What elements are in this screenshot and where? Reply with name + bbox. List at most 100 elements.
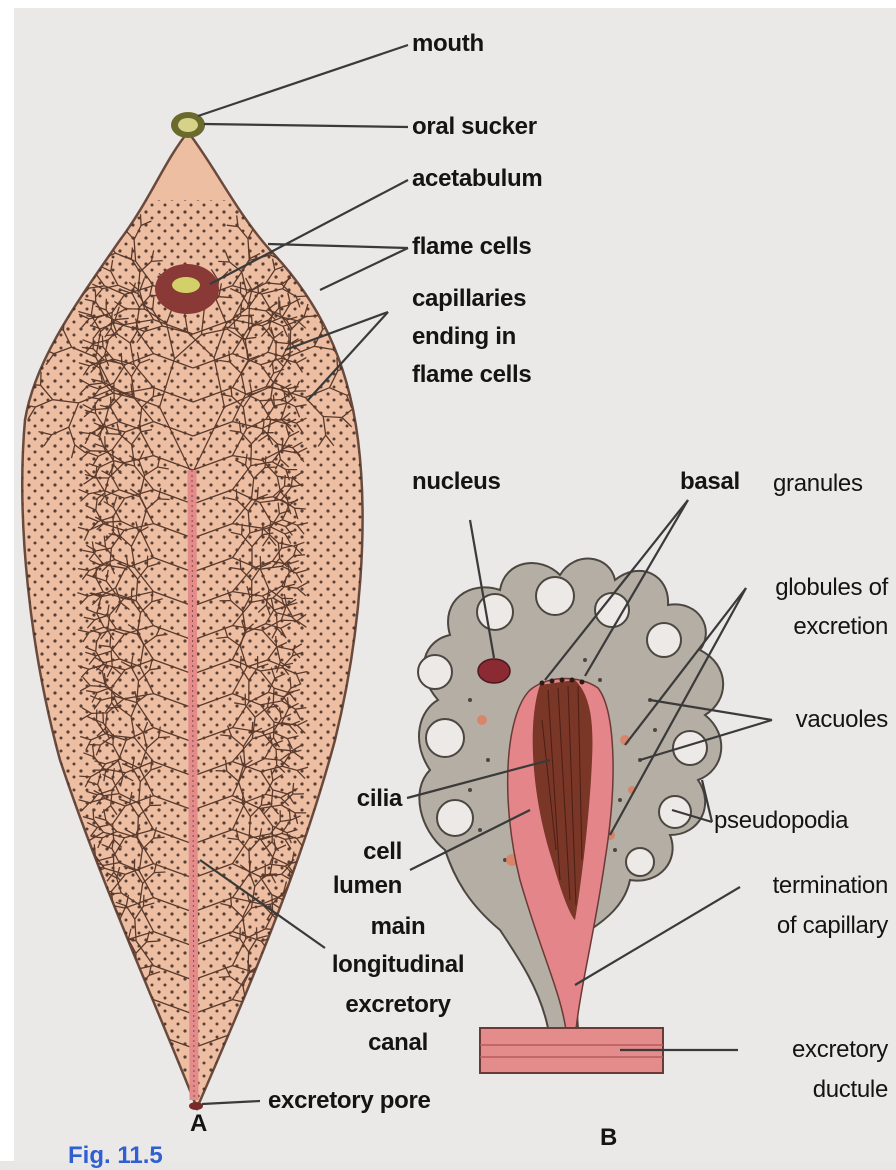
capillary-branch <box>99 946 105 960</box>
capillary-branch <box>106 960 125 972</box>
capillary-branch <box>270 935 278 943</box>
capillary-branch <box>281 988 290 995</box>
capillary-branch <box>282 954 289 968</box>
capillary-branch <box>273 688 274 704</box>
label-pseudopodia: pseudopodia <box>714 807 848 835</box>
capillary-branch <box>282 968 296 975</box>
capillary-branch <box>287 910 290 921</box>
capillary-branch <box>290 918 301 922</box>
label-nucleus: nucleus <box>412 468 501 496</box>
capillary-branch <box>251 444 252 466</box>
capillary-branch <box>93 809 94 820</box>
capillary-branch <box>297 900 304 909</box>
capillary-branch <box>91 980 102 981</box>
capillary-branch <box>266 419 282 420</box>
capillary-branch <box>267 963 283 965</box>
capillary-branch <box>87 913 91 924</box>
capillary-branch <box>101 1002 116 1007</box>
capillary-branch <box>286 899 297 901</box>
capillary-branch <box>282 1007 286 1017</box>
capillary-branch <box>242 524 243 535</box>
capillary-branch <box>277 1057 280 1073</box>
capillary-branch <box>102 928 116 936</box>
capillary-branch <box>112 1064 113 1080</box>
capillary-branch <box>110 989 111 1005</box>
capillary-branch <box>284 259 295 262</box>
capillary-branch <box>274 992 275 1008</box>
capillary-branch <box>265 981 272 995</box>
capillary-branch <box>108 434 119 435</box>
capillary-branch <box>278 935 284 945</box>
capillary-branch <box>283 965 290 974</box>
capillary-branch <box>91 896 97 906</box>
capillary-branch <box>296 296 307 297</box>
capillary-branch <box>102 913 104 924</box>
capillary-branch <box>285 475 286 486</box>
capillary-branch <box>264 974 273 981</box>
capillary-branch <box>98 917 105 931</box>
capillary-branch <box>90 1038 105 1042</box>
capillary-branch <box>281 930 289 938</box>
capillary-branch <box>291 1028 298 1037</box>
capillary-branch <box>158 499 169 500</box>
capillary-branch <box>103 712 104 723</box>
capillary-branch <box>105 931 124 941</box>
label-vacuoles: vacuoles <box>760 706 888 734</box>
capillary-branch <box>99 1024 105 1038</box>
capillary-branch <box>104 960 115 972</box>
capillary-branch <box>282 935 297 941</box>
capillary-branch <box>276 1023 278 1038</box>
label-cilia: cilia <box>330 785 402 813</box>
capillary-branch <box>281 1032 296 1036</box>
capillary-branch <box>247 995 265 1007</box>
capillary-branch <box>103 1005 111 1013</box>
capillary-branch <box>159 737 170 738</box>
capillary-branch <box>281 620 297 621</box>
capillary-branch <box>279 1038 287 1046</box>
capillary-branch <box>292 1054 302 1060</box>
label-canal-1: main <box>320 913 476 941</box>
capillary-branch <box>98 978 101 989</box>
capillary-branch <box>265 456 266 467</box>
capillary-branch <box>85 989 96 992</box>
label-ductule-2: ductule <box>740 1076 888 1104</box>
capillary-branch <box>295 508 306 509</box>
capillary-branch <box>283 959 293 965</box>
label-canal-4: canal <box>320 1029 476 1057</box>
capillary-branch <box>291 976 292 987</box>
capillary-branch <box>287 1012 297 1018</box>
capillary-branch <box>90 1003 105 1006</box>
label-canal-3: excretory <box>320 991 476 1019</box>
label-globules-1: globules of <box>748 574 888 602</box>
label-acetabulum: acetabulum <box>412 165 542 193</box>
capillary-branch <box>297 938 308 941</box>
capillary-branch <box>284 891 295 892</box>
capillary-branch <box>79 1002 90 1006</box>
capillary-branch <box>286 943 289 954</box>
capillary-branch <box>110 635 111 646</box>
capillary-branch <box>85 270 96 273</box>
capillary-branch <box>141 214 142 225</box>
capillary-branch <box>150 794 151 805</box>
capillary-branch <box>272 974 277 984</box>
capillary-branch <box>137 1009 154 1034</box>
figure-label-a: A <box>190 1110 207 1138</box>
capillary-branch <box>80 870 91 874</box>
capillary-branch <box>296 1037 303 1046</box>
capillary-branch <box>254 214 255 225</box>
capillary-branch <box>110 941 125 957</box>
capillary-branch <box>296 1032 306 1037</box>
capillary-branch <box>107 1045 114 1054</box>
capillary-branch <box>296 972 307 975</box>
capillary-branch <box>83 1006 90 1015</box>
capillary-branch <box>90 1003 101 1007</box>
capillary-branch <box>80 932 91 935</box>
capillary-branch <box>275 958 291 961</box>
capillary-branch <box>252 315 253 326</box>
capillary-branch <box>295 880 306 882</box>
capillary-branch <box>105 924 115 936</box>
capillary-branch <box>261 975 274 993</box>
capillary-branch <box>98 989 106 1003</box>
capillary-branch <box>286 909 297 912</box>
capillary-branch <box>106 990 116 1002</box>
